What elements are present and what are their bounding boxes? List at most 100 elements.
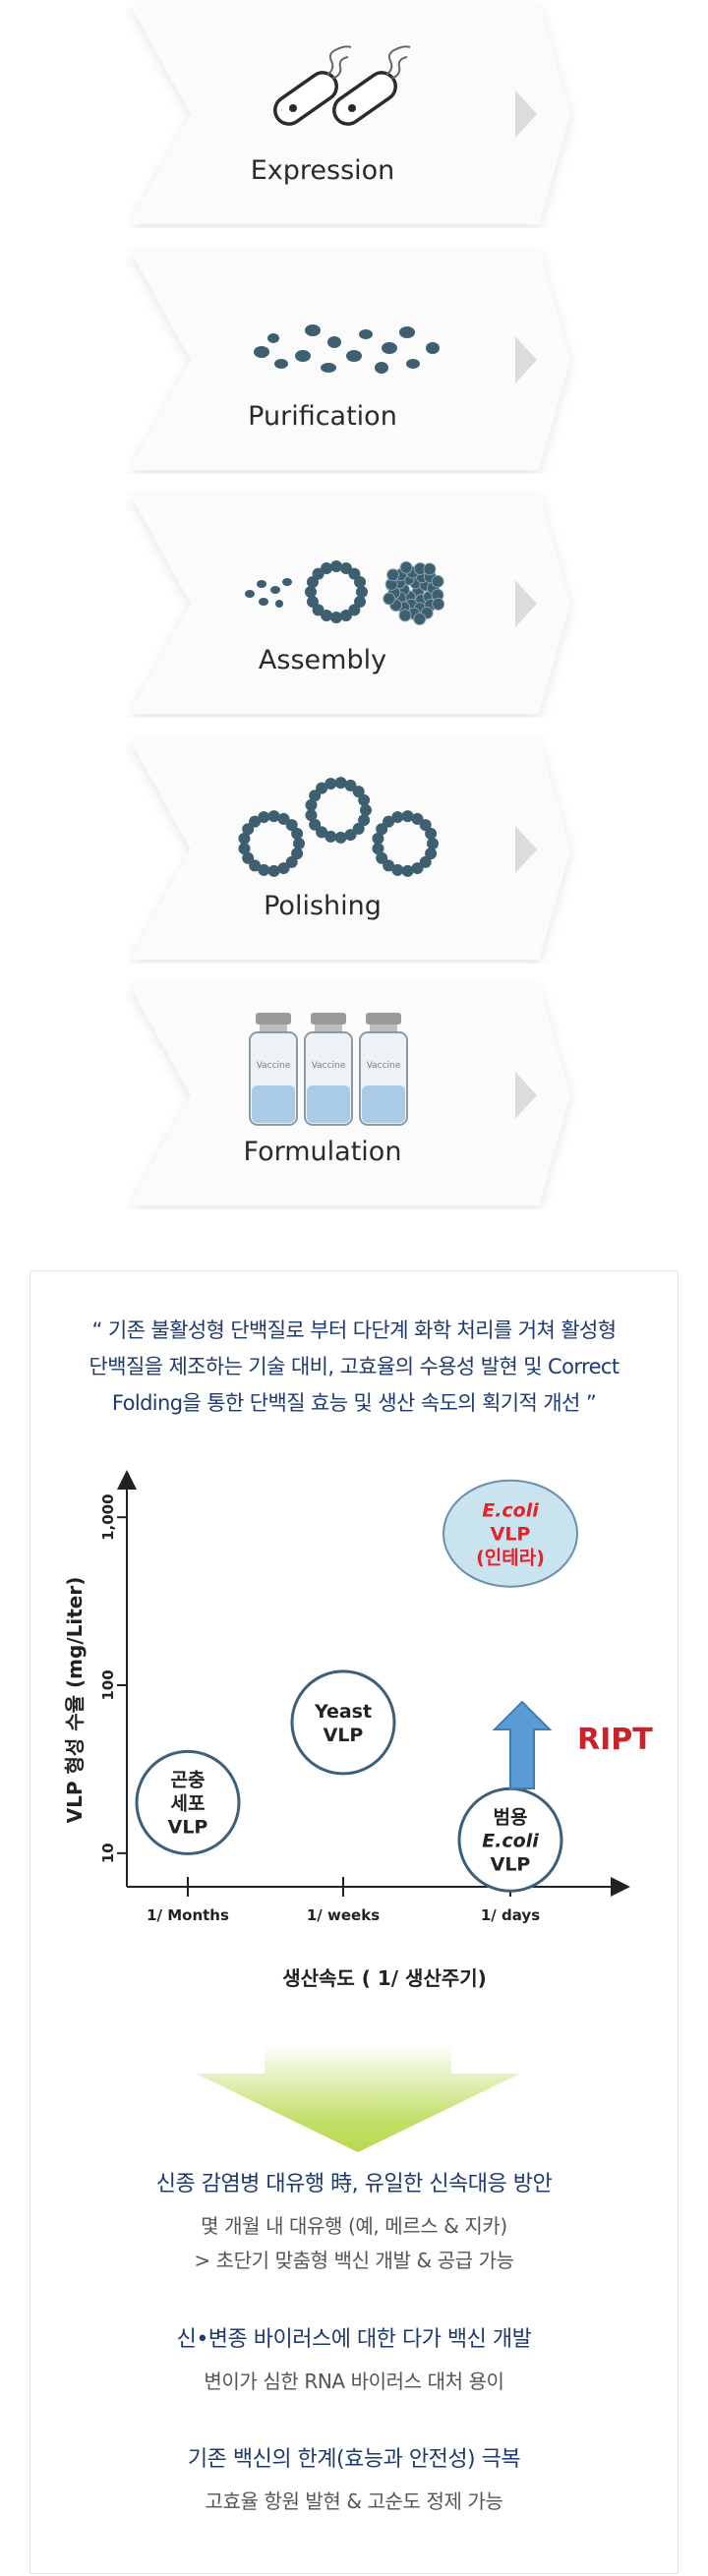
point-label: E.coli xyxy=(482,1500,539,1522)
bead xyxy=(249,859,262,872)
bead xyxy=(324,830,337,843)
point-label: 곤충 xyxy=(171,1769,206,1790)
x-tick-label: 1/ Months xyxy=(147,1906,229,1924)
bead xyxy=(321,561,333,574)
vial-neck xyxy=(315,1025,342,1032)
bead xyxy=(277,812,290,825)
bead xyxy=(432,597,445,611)
bead xyxy=(306,576,319,589)
bead xyxy=(293,838,305,849)
ecoli-bacteria-icon xyxy=(273,45,411,126)
bead xyxy=(309,790,322,802)
bead xyxy=(285,819,298,832)
bead xyxy=(431,574,444,588)
info-panel: “ 기존 불활성형 단백질로 부터 다단계 화학 처리를 거쳐 활성형 단백질을… xyxy=(30,1270,678,2574)
ript-label: RIPT xyxy=(577,1723,653,1757)
quote-line: Folding을 통한 단백질 효능 및 생산 속도의 획기적 개선 ” xyxy=(111,1391,597,1415)
bead xyxy=(383,815,395,828)
y-axis-label: VLP 형성 수율 (mg/Liter) xyxy=(63,1577,87,1824)
chevron-shape xyxy=(130,494,570,714)
bead xyxy=(238,843,251,855)
bead xyxy=(372,843,384,855)
bead xyxy=(383,859,395,872)
bead xyxy=(277,862,290,875)
vlp-yield-chart: VLP 형성 수율 (mg/Liter) 생산속도 ( 1/ 생산주기) 101… xyxy=(63,1470,653,1990)
ript-annotation: RIPT xyxy=(492,1700,653,1789)
bead xyxy=(423,562,437,576)
bead xyxy=(339,610,352,622)
bead xyxy=(352,786,365,798)
point-label: VLP xyxy=(491,1524,531,1546)
vial-cap xyxy=(366,1013,401,1025)
point-label: VLP xyxy=(168,1816,208,1838)
bead xyxy=(305,798,318,811)
bead xyxy=(305,809,318,822)
quote-text: “ 기존 불활성형 단백질로 부터 다단계 화학 처리를 거쳐 활성형 단백질을… xyxy=(30,1313,678,1422)
bead xyxy=(398,609,412,622)
quote-line: 단백질을 제조하는 기술 대비, 고효율의 수용성 발현 및 Correct xyxy=(88,1355,620,1378)
x-tick-label: 1/ days xyxy=(481,1906,540,1924)
y-tick-label: 100 xyxy=(99,1669,117,1700)
bead xyxy=(427,838,439,849)
bead xyxy=(411,862,424,875)
vlp-assembly-icon xyxy=(245,560,445,625)
step-label: Expression xyxy=(250,155,395,186)
process-steps: Expression Purification xyxy=(0,0,708,1229)
bead xyxy=(330,560,342,572)
bead xyxy=(324,778,337,790)
bead xyxy=(360,804,372,816)
bead xyxy=(285,855,298,868)
bead xyxy=(348,567,361,580)
step-expression: Expression xyxy=(126,0,578,228)
benefit-line: 몇 개월 내 대유행 (예, 메르스 & 지카) xyxy=(201,2214,507,2238)
point-label: VLP xyxy=(491,1853,531,1875)
step-assembly: Assembly xyxy=(126,490,578,718)
bead xyxy=(383,592,396,606)
step-label: Formulation xyxy=(243,1137,402,1167)
bead xyxy=(316,826,328,839)
point-label: Yeast xyxy=(314,1701,372,1723)
vial-liquid xyxy=(252,1085,295,1123)
down-arrow-icon xyxy=(196,2044,520,2152)
point-label: (인테라) xyxy=(476,1548,545,1569)
bead xyxy=(344,779,357,791)
vial-liquid xyxy=(362,1085,405,1123)
step-label: Purification xyxy=(248,401,397,432)
bead xyxy=(391,811,404,824)
bead xyxy=(258,811,270,824)
step-polishing: Polishing xyxy=(126,735,578,964)
benefit-rapid-response: 신종 감염병 대유행 時, 유일한 신속대응 방안 몇 개월 내 대유행 (예,… xyxy=(30,2166,678,2278)
benefit-overcome-limits: 기존 백신의 한계(효능과 안전성) 극복 고효율 항원 발현 & 고순도 정제… xyxy=(30,2441,678,2519)
benefit-heading: 신종 감염병 대유행 時, 유일한 신속대응 방안 xyxy=(155,2172,553,2196)
bead xyxy=(291,848,304,860)
vlp-rings-icon xyxy=(238,777,439,877)
benefit-heading: 신•변종 바이러스에 대한 다가 백신 개발 xyxy=(176,2327,532,2352)
bead xyxy=(425,827,438,840)
point-label: 범용 xyxy=(494,1806,528,1828)
bead xyxy=(413,612,427,625)
bead xyxy=(258,863,270,876)
bead xyxy=(411,812,424,825)
bead xyxy=(419,855,432,868)
vial-liquid xyxy=(307,1085,350,1123)
bead xyxy=(358,814,371,827)
bead xyxy=(242,823,255,836)
point-bubble xyxy=(290,1669,396,1776)
bead xyxy=(339,561,352,574)
bead xyxy=(376,851,388,864)
vial-label: Vaccine xyxy=(257,1061,291,1071)
point-label: 세포 xyxy=(171,1792,206,1814)
point-label: E.coli xyxy=(482,1830,539,1851)
bead xyxy=(401,810,414,823)
bead xyxy=(267,864,280,877)
vial-cap xyxy=(311,1013,346,1025)
bead xyxy=(376,823,388,836)
bead xyxy=(372,832,384,845)
bead xyxy=(242,851,255,864)
protein-particles-icon xyxy=(254,324,440,374)
